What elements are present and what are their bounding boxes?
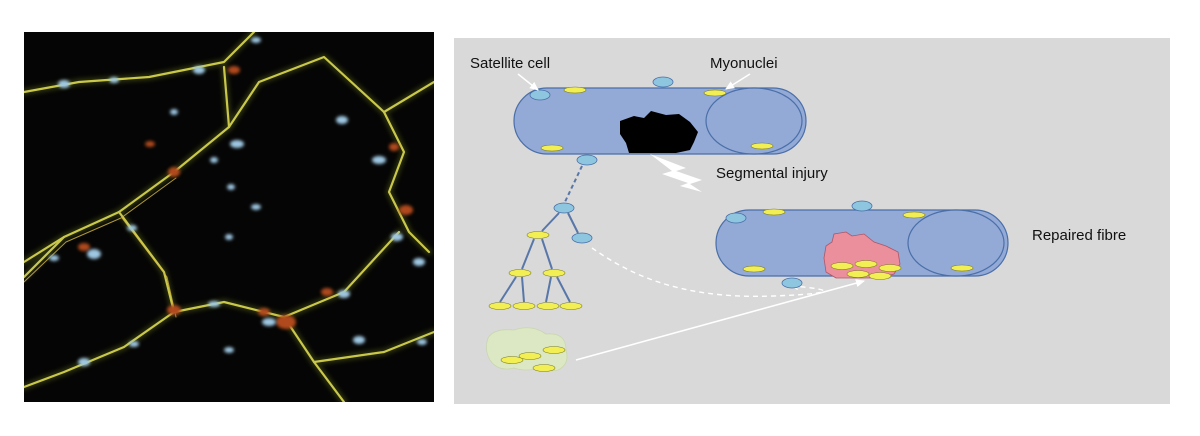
myoblast xyxy=(536,302,560,310)
myoblast xyxy=(488,302,512,310)
injured-fibre-end xyxy=(705,87,803,155)
myonucleus xyxy=(742,265,766,273)
progenitor-nucleus xyxy=(500,356,524,364)
myonucleus xyxy=(762,208,786,216)
progenitor-nucleus xyxy=(518,352,542,360)
myonucleus xyxy=(563,86,587,94)
new-myonucleus xyxy=(846,270,870,278)
self-renewed-satellite-cell xyxy=(571,232,593,244)
repaired-fibre-end xyxy=(907,209,1005,277)
myonuclei-pointer xyxy=(725,73,751,90)
satellite-cell-pointer xyxy=(517,73,539,91)
satellite-cell xyxy=(781,277,803,289)
new-myonucleus xyxy=(830,262,854,270)
micrograph-image xyxy=(24,32,434,402)
label-satellite-cell: Satellite cell xyxy=(470,55,550,72)
branch-line xyxy=(499,276,517,303)
branch-line xyxy=(556,276,571,303)
progenitor-contribution-arrow xyxy=(575,279,865,361)
satellite-cell xyxy=(725,212,747,224)
myonucleus xyxy=(902,211,926,219)
myonucleus xyxy=(540,144,564,152)
lightning-bolt-icon xyxy=(650,154,702,192)
myoblast xyxy=(512,302,536,310)
myoblast xyxy=(526,231,550,239)
branch-line xyxy=(521,276,525,303)
injury-site xyxy=(620,111,698,153)
branch-line xyxy=(541,238,553,270)
migration-path xyxy=(591,247,825,298)
activated-satellite-cell xyxy=(553,202,575,214)
branch-line xyxy=(567,212,579,234)
repaired-fibre xyxy=(715,200,1009,289)
label-myonuclei: Myonuclei xyxy=(710,55,778,72)
new-myonucleus xyxy=(878,264,902,272)
branch-line xyxy=(541,212,560,232)
fibre-membranes xyxy=(24,32,434,402)
schematic-canvas: Satellite cell Myonuclei Segmental injur… xyxy=(470,55,1126,372)
blue-nuclei xyxy=(49,37,427,366)
satellite-cell xyxy=(576,154,598,166)
label-segmental-injury: Segmental injury xyxy=(716,165,828,182)
proliferation-tree xyxy=(488,202,593,310)
myonucleus xyxy=(950,264,974,272)
repair-schematic: Satellite cell Myonuclei Segmental injur… xyxy=(454,38,1170,404)
branch-line xyxy=(521,238,535,270)
myoblast xyxy=(542,269,566,277)
label-repaired-fibre: Repaired fibre xyxy=(1032,227,1126,244)
progenitor-nucleus xyxy=(542,346,566,354)
activation-line xyxy=(563,165,583,205)
myoblast xyxy=(559,302,583,310)
satellite-cell xyxy=(652,76,674,88)
fluorescence-micrograph xyxy=(24,32,434,402)
branch-line xyxy=(545,276,552,303)
injured-fibre xyxy=(513,76,807,166)
myonucleus xyxy=(703,89,727,97)
progenitor-nucleus xyxy=(532,364,556,372)
satellite-cell xyxy=(529,89,551,101)
satellite-cell xyxy=(851,200,873,212)
new-myonucleus xyxy=(868,272,892,280)
myoblast xyxy=(508,269,532,277)
myonucleus xyxy=(750,142,774,150)
red-stained-regions xyxy=(78,66,413,329)
new-myonucleus xyxy=(854,260,878,268)
